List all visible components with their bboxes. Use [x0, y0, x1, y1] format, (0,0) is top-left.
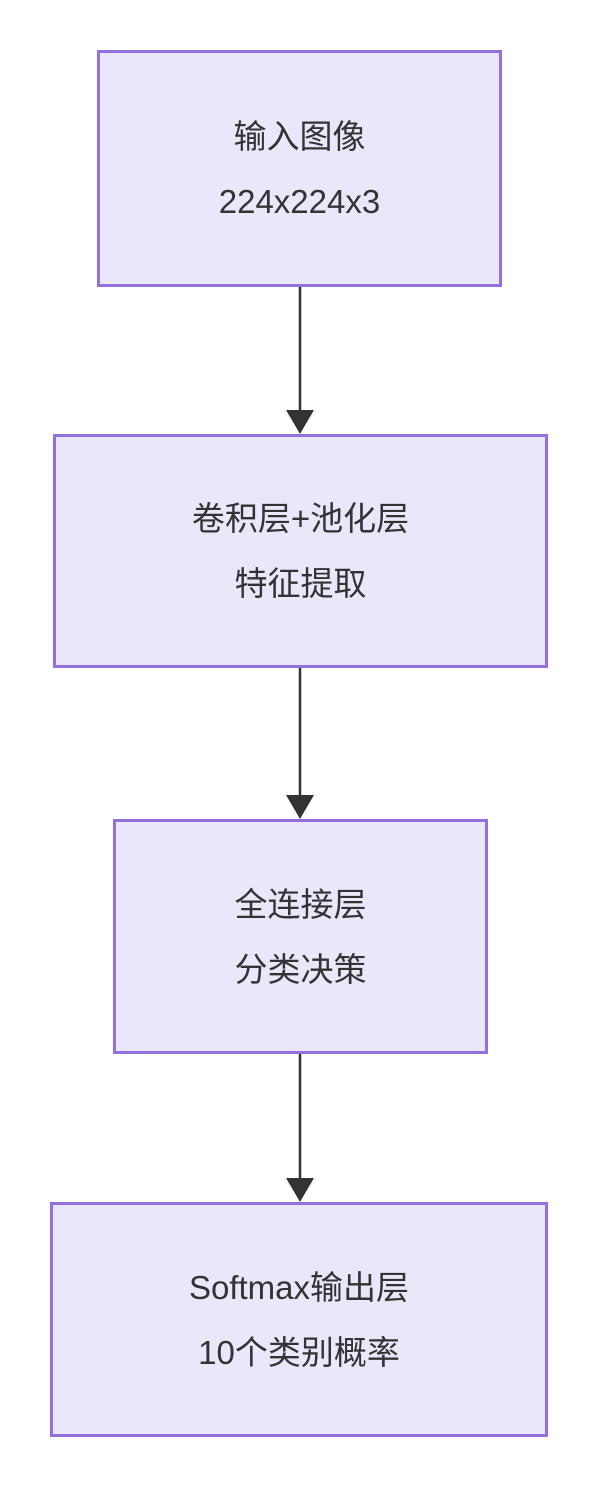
- flow-node-input-image: 输入图像 224x224x3: [97, 50, 502, 287]
- node-label-line: 卷积层+池化层: [191, 500, 410, 537]
- node-label-line: 224x224x3: [218, 182, 381, 220]
- node-label-line: 分类决策: [234, 950, 367, 988]
- node-label-line: Softmax输出层: [188, 1268, 410, 1306]
- node-label-line: 输入图像: [233, 117, 366, 155]
- node-label-line: 特征提取: [234, 565, 367, 602]
- flow-arrow-down-icon: [286, 1054, 314, 1202]
- flow-arrow-down-icon: [286, 668, 314, 819]
- flow-node-fully-connected: 全连接层 分类决策: [113, 819, 488, 1054]
- flow-node-conv-pool: 卷积层+池化层 特征提取: [53, 434, 548, 668]
- flow-arrow-down-icon: [286, 287, 314, 434]
- node-label-line: 10个类别概率: [198, 1333, 400, 1371]
- node-label-line: 全连接层: [234, 885, 367, 923]
- flow-node-softmax-output: Softmax输出层 10个类别概率: [50, 1202, 548, 1437]
